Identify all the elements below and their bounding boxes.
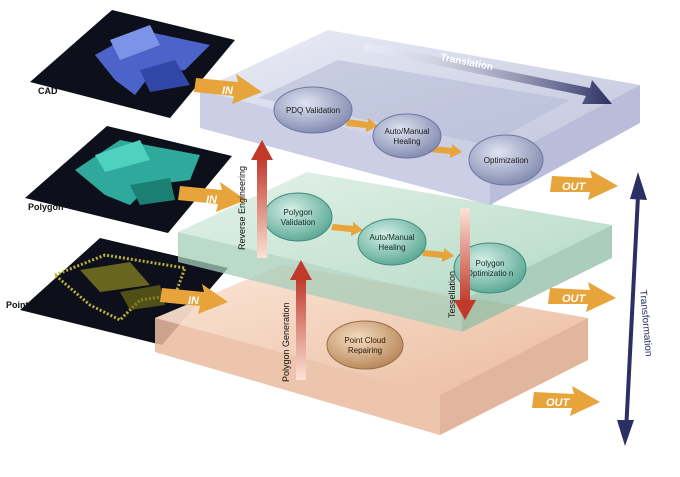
translation-arrow	[363, 42, 612, 104]
tessellation-label: Tessellation	[447, 271, 457, 318]
node-polygon-healing: Auto/Manual Healing	[357, 218, 427, 266]
svg-text:PDQ Validation: PDQ Validation	[286, 106, 340, 115]
node-polygon-healing-line1: Auto/Manual	[370, 233, 415, 242]
node-optimization: Optimization	[468, 134, 544, 186]
node-cad-healing-line2: Healing	[393, 137, 420, 146]
node-polygon-optimization-line1: Polygon	[476, 259, 505, 268]
point-cloud-label: Point Cloud	[6, 300, 57, 310]
cad-in-label: IN	[222, 85, 234, 97]
node-polygon-optimization: Polygon Optimizatio n	[453, 242, 527, 294]
cad-label: CAD	[38, 86, 58, 96]
point-cloud-out-arrow	[532, 386, 600, 416]
polygon-generation-arrow	[290, 260, 312, 380]
transformation-arrow	[617, 172, 647, 446]
node-point-cloud-repairing-line2: Repairing	[348, 346, 382, 355]
cad-out-label: OUT	[562, 181, 587, 193]
node-polygon-validation-line2: Validation	[281, 218, 316, 227]
transformation-label: Transformation	[637, 289, 654, 357]
cad-out-arrow	[550, 170, 618, 200]
flow-arrows	[331, 118, 462, 262]
cad-in-arrow	[194, 74, 262, 104]
node-polygon-optimization-line2: Optimizatio n	[467, 269, 514, 278]
reverse-engineering-label: Reverse Engineering	[237, 166, 247, 250]
reverse-engineering-arrow	[251, 140, 273, 258]
node-polygon-validation-line1: Polygon	[284, 208, 313, 217]
polygon-in-label: IN	[206, 194, 218, 206]
tessellation-arrow	[454, 208, 476, 320]
point-cloud-in-arrow	[160, 284, 228, 314]
cad-thumbnail	[30, 10, 235, 118]
polygon-in-arrow	[178, 182, 246, 212]
node-point-cloud-repairing: Point Cloud Repairing	[326, 320, 404, 370]
node-pdq-validation: PDQ Validation	[273, 86, 353, 134]
point-cloud-in-label: IN	[188, 295, 200, 307]
polygon-generation-label: Polygon Generation	[281, 302, 291, 382]
node-point-cloud-repairing-line1: Point Cloud	[344, 336, 385, 345]
polygon-out-label: OUT	[562, 293, 587, 305]
svg-text:Optimization: Optimization	[484, 156, 528, 165]
node-cad-healing: Auto/Manual Healing	[372, 113, 442, 159]
point-cloud-out-label: OUT	[546, 397, 571, 409]
polygon-label: Polygon	[28, 202, 64, 212]
polygon-thumbnail	[25, 126, 232, 233]
node-cad-healing-line1: Auto/Manual	[385, 127, 430, 136]
polygon-out-arrow	[548, 282, 616, 312]
node-polygon-healing-line2: Healing	[378, 243, 405, 252]
node-polygon-validation: Polygon Validation	[263, 192, 333, 242]
